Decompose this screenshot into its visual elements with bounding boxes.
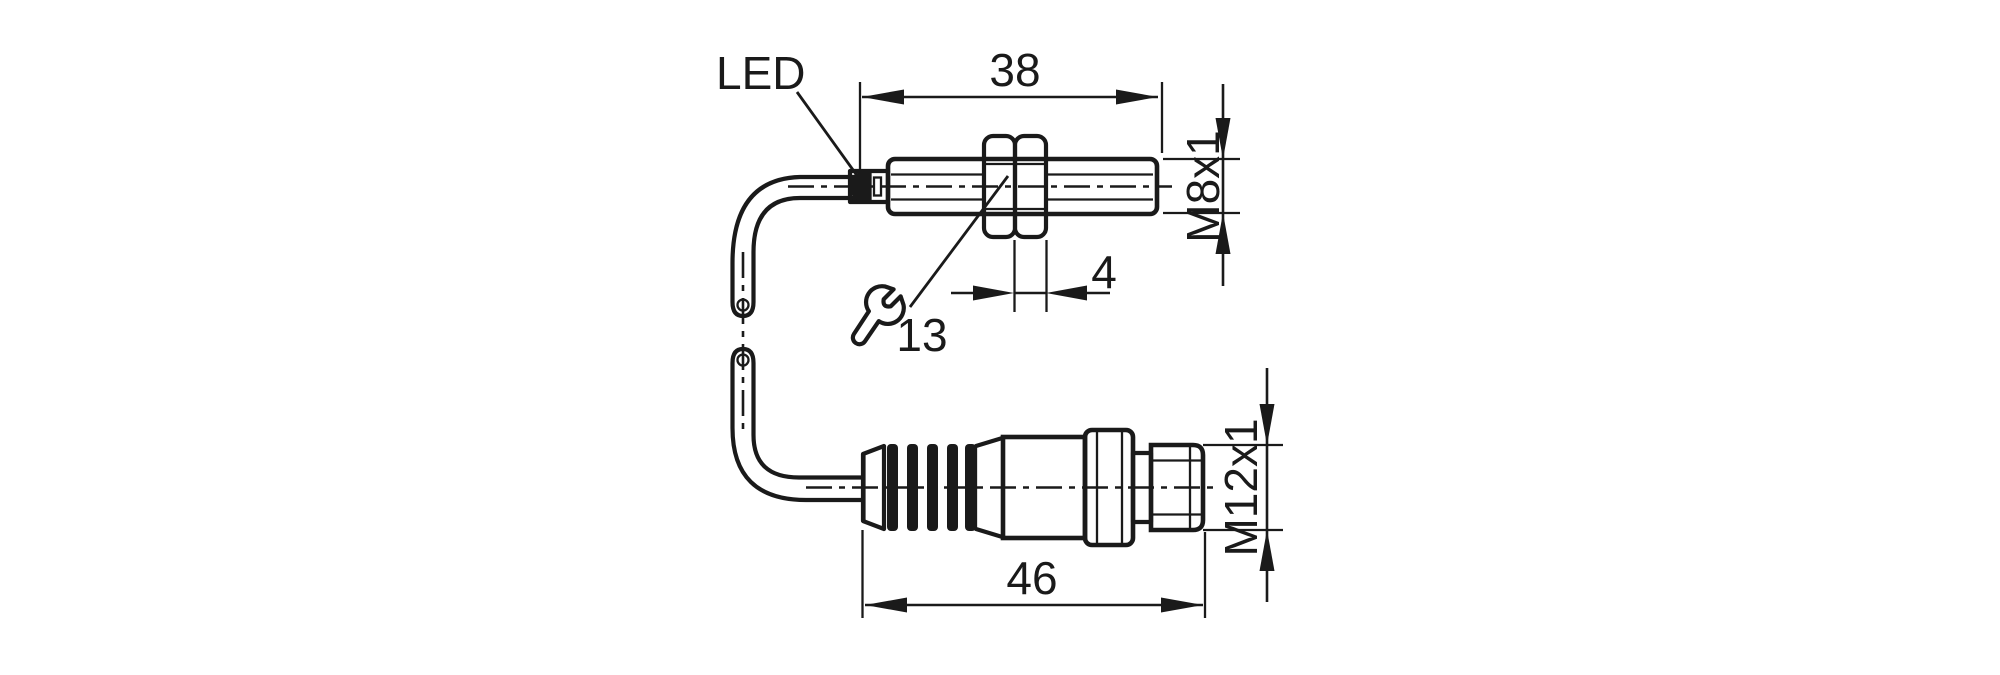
arrowhead-left xyxy=(862,89,904,105)
dimension-connector-length: 46 xyxy=(861,530,1207,618)
m12-thread-end xyxy=(1148,442,1206,533)
cable-upper-run xyxy=(730,174,865,319)
dimension-body-length: 38 xyxy=(858,44,1164,172)
led-leader-line xyxy=(795,91,863,182)
top-view-sensor xyxy=(788,133,1172,240)
dimension-value-4: 4 xyxy=(1091,246,1117,298)
rib xyxy=(965,444,976,531)
mounting-nuts xyxy=(981,133,1049,240)
cable-break-end-lower xyxy=(736,353,750,367)
thread-spec-m12: M12x1 xyxy=(1215,418,1267,556)
rib xyxy=(887,444,898,531)
rib xyxy=(927,444,938,531)
arrowhead-right xyxy=(1116,89,1158,105)
sensor-body xyxy=(885,156,1160,217)
wrench-leader-line xyxy=(908,175,1010,308)
cable-break-end-upper xyxy=(736,298,750,312)
arrowhead-up xyxy=(1259,530,1275,571)
wrench-icon xyxy=(850,284,906,347)
arrowhead-down xyxy=(1215,118,1231,159)
thread-spec-m8: M8x1 xyxy=(1177,130,1229,242)
dimension-value-38: 38 xyxy=(989,44,1040,96)
wrench-size-callout: 13 xyxy=(850,175,1010,361)
led-label: LED xyxy=(716,47,805,99)
cable xyxy=(730,174,866,503)
dimension-nut-thickness: 4 xyxy=(951,240,1117,312)
rib xyxy=(907,444,918,531)
thread-outline xyxy=(1148,442,1206,533)
arrowhead-up xyxy=(1215,213,1231,254)
led-callout: LED xyxy=(716,47,863,182)
arrowhead-right-pointing xyxy=(973,285,1014,301)
dimension-value-46: 46 xyxy=(1006,552,1057,604)
arrowhead-left xyxy=(865,597,907,613)
cap-detail xyxy=(872,176,883,197)
led-lens xyxy=(850,172,870,201)
conical-transition xyxy=(973,435,1007,540)
dimension-thread-m8: M8x1 xyxy=(1163,84,1240,286)
arrowhead-down xyxy=(1259,404,1275,445)
nut-right xyxy=(1012,133,1049,240)
arrowhead-right xyxy=(1161,597,1203,613)
cone-top-slant xyxy=(973,435,1007,449)
wrench-size-value: 13 xyxy=(896,309,947,361)
arrowhead-left-pointing xyxy=(1046,285,1087,301)
cone-bottom-slant xyxy=(973,526,1007,540)
dimension-thread-m12: M12x1 xyxy=(1203,368,1283,602)
cable-lower-run xyxy=(730,346,866,503)
bottom-view-connector xyxy=(806,427,1214,548)
strain-relief-ribs xyxy=(887,444,976,531)
rib xyxy=(947,444,958,531)
